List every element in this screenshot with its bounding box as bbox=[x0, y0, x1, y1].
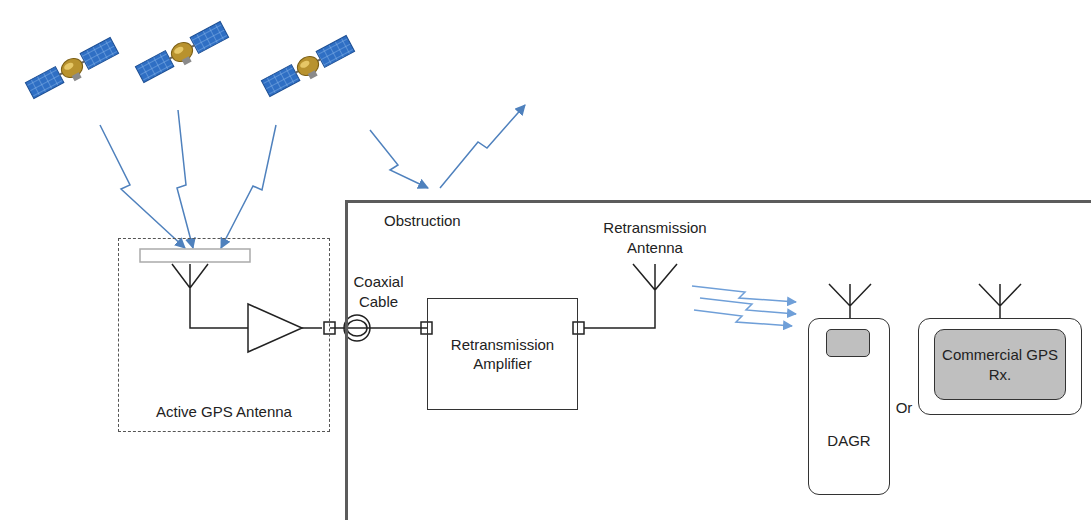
signal-arrow bbox=[100, 125, 185, 248]
obstruction-outline: ObstructionRetransmission AmplifierDAGR C… bbox=[345, 200, 1091, 520]
satellite bbox=[25, 38, 120, 102]
node-label: Commercial GPS Rx. bbox=[941, 345, 1059, 384]
signal-arrow bbox=[221, 125, 276, 248]
retransmitted-signal bbox=[694, 310, 792, 326]
connector bbox=[573, 322, 584, 334]
antenna-symbol bbox=[979, 284, 1021, 318]
text-host: Active GPS Antenna bbox=[119, 402, 329, 422]
lna-amplifier bbox=[248, 304, 302, 352]
node-label: Obstruction bbox=[384, 211, 461, 231]
satellite bbox=[261, 36, 356, 100]
reflected-arrow bbox=[440, 105, 525, 188]
node-label: DAGR bbox=[809, 431, 889, 451]
text-host: DAGR bbox=[809, 431, 889, 451]
retransmission-antenna-symbol bbox=[584, 264, 677, 328]
dagr-receiver: DAGR bbox=[808, 318, 890, 495]
or-label: Or bbox=[889, 398, 919, 418]
antenna-symbol bbox=[172, 264, 248, 328]
satellite bbox=[135, 22, 230, 86]
wire bbox=[302, 327, 322, 329]
signal-arrow bbox=[370, 130, 428, 188]
antenna-symbol bbox=[829, 284, 871, 318]
edge-label: Coaxial Cable bbox=[347, 272, 411, 313]
node-label: Active GPS Antenna bbox=[119, 402, 329, 422]
text-host: Commercial GPS Rx. bbox=[934, 329, 1066, 400]
node-label: Retransmission Amplifier bbox=[438, 335, 567, 374]
receiver-screen bbox=[826, 329, 870, 357]
commercial-receiver: Commercial GPS Rx. bbox=[918, 318, 1082, 415]
antenna-label: Retransmission Antenna bbox=[590, 218, 720, 259]
retransmitted-signal bbox=[700, 298, 796, 314]
antenna-housing: Active GPS Antenna bbox=[118, 238, 330, 432]
signal-arrow bbox=[177, 110, 193, 248]
antenna-radome bbox=[140, 249, 250, 262]
amplifier-box: Retransmission Amplifier bbox=[427, 298, 578, 410]
text-host: Retransmission Amplifier bbox=[428, 331, 577, 378]
text-host: Obstruction bbox=[384, 211, 461, 231]
